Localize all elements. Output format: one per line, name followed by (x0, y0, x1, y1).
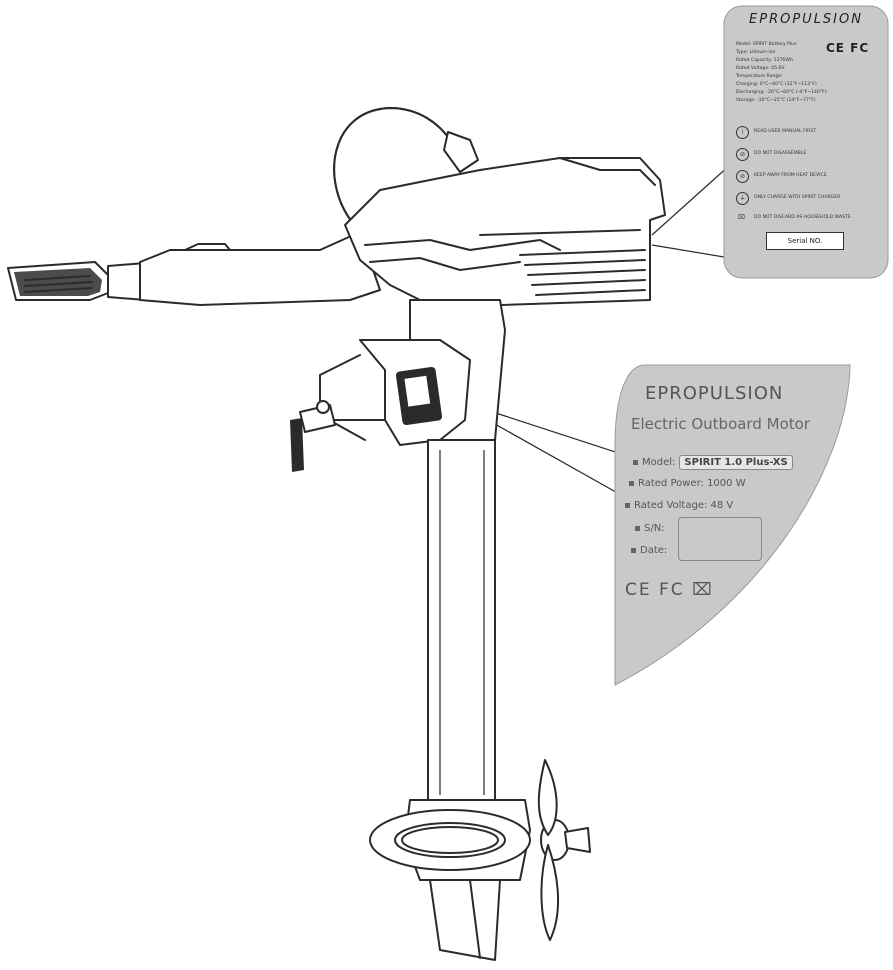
bullet (629, 480, 634, 486)
bullet (633, 459, 638, 465)
motor-brand: EPROPULSION (645, 383, 784, 404)
connector (443, 131, 479, 173)
battery-serial-box: Serial NO. (766, 232, 844, 250)
no-disassemble-icon: ⊘ (736, 148, 749, 161)
date-row: Date: (631, 545, 667, 556)
battery-spec-charging: Charging: 0°C~40°C (32°F~113°F) (736, 82, 817, 87)
tiller-arm (139, 231, 381, 306)
shaft (427, 439, 496, 801)
rated-voltage: Rated Voltage: 48 V (634, 500, 734, 511)
battery-spec-temp: Temperature Range: (736, 74, 783, 79)
date-label: Date: (640, 545, 668, 556)
rated-power: Rated Power: 1000 W (638, 478, 746, 489)
battery-label: EPROPULSION CE FC Model: SPIRIT Battery … (724, 6, 888, 278)
battery-brand: EPROPULSION (749, 12, 863, 27)
motor-label: EPROPULSION Electric Outboard Motor Mode… (605, 365, 850, 685)
model-label: Model: (642, 457, 676, 468)
no-heat-icon: ⊘ (736, 170, 749, 183)
battery-spec-model: Model: SPIRIT Battery Plus (736, 42, 797, 47)
bullet (631, 547, 636, 553)
battery-leader-lines (651, 164, 731, 259)
crossed-bin-icon: ⌧ (692, 580, 714, 600)
battery-ce-fcc-marks: CE FC (826, 41, 870, 55)
model-value: SPIRIT 1.0 Plus-XS (679, 455, 793, 470)
motor-ce-fcc-text: CE FC (625, 580, 685, 600)
mount-bracket (290, 299, 506, 472)
battery-spec-storage: Storage: -10°C~25°C (14°F~77°F) (736, 98, 816, 103)
tiller-grip (7, 261, 146, 301)
battery-warning: DO NOT DISCARD AS HOUSEHOLD WASTE (754, 215, 851, 220)
manual-icon: i (736, 126, 749, 139)
crossed-bin-icon: ⌧ (738, 214, 745, 221)
battery-label-shape (723, 5, 889, 279)
lower-unit (369, 759, 591, 961)
rated-power-row: Rated Power: 1000 W (629, 478, 746, 489)
bullet (635, 525, 640, 531)
battery-spec-type: Type: Lithium-ion (736, 50, 776, 55)
motor-ce-fcc-marks: CE FC ⌧ (625, 580, 714, 600)
battery-warning: ONLY CHARGE WITH SPIRIT CHARGER (754, 195, 841, 200)
bullet (625, 502, 630, 508)
model-row: Model:SPIRIT 1.0 Plus-XS (633, 455, 793, 470)
battery-warning: DO NOT DISASSEMBLE (754, 151, 807, 156)
motor-title: Electric Outboard Motor (631, 415, 810, 433)
rated-voltage-row: Rated Voltage: 48 V (625, 500, 733, 511)
battery-spec-voltage: Rated Voltage: 45.6V (736, 66, 785, 71)
sn-date-box (678, 517, 762, 561)
battery-warning: KEEP AWAY FROM HEAT DEVICE (754, 173, 827, 178)
battery-spec-discharging: Discharging: -20°C~60°C (-4°F~140°F) (736, 90, 827, 95)
charger-icon: ⏚ (736, 192, 749, 205)
sn-label: S/N: (644, 523, 665, 534)
battery-warning: READ USER MANUAL FIRST (754, 129, 817, 134)
sn-row: S/N: (635, 523, 665, 534)
battery-spec-capacity: Rated Capacity: 1276Wh (736, 58, 793, 63)
motor-label-shape (614, 364, 851, 686)
battery-housing (344, 157, 666, 306)
